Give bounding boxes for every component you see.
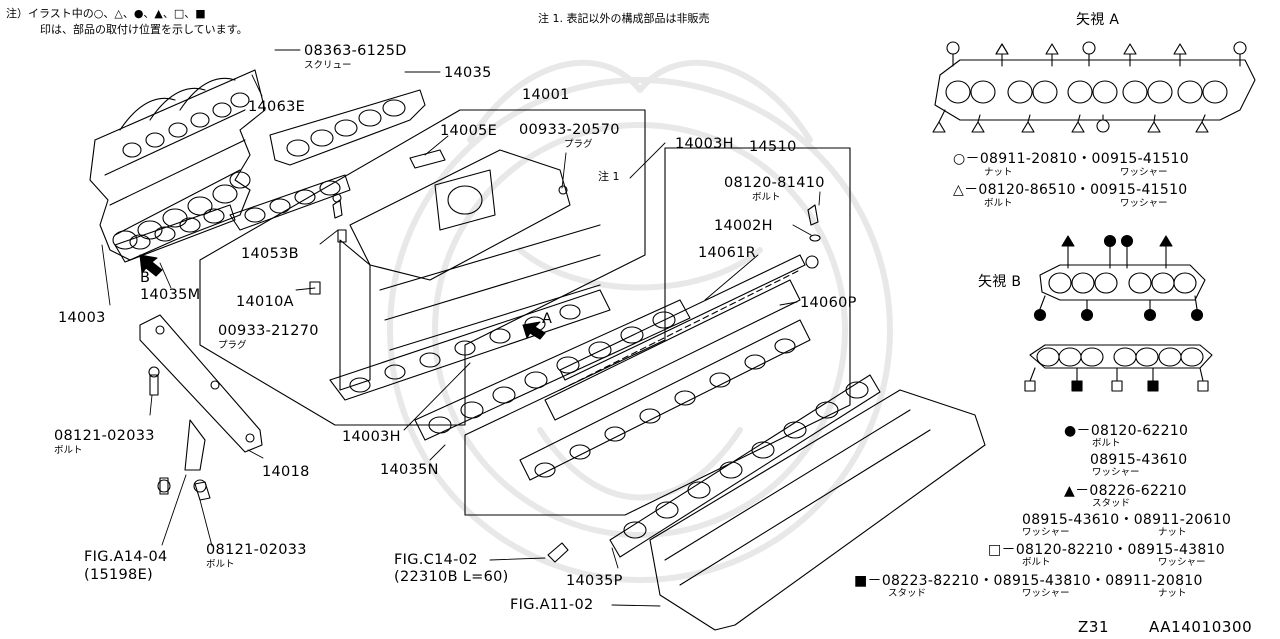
- gasket-14035M: [114, 204, 236, 263]
- legend-tri-name: スタッド: [1092, 498, 1131, 509]
- label-08121-02033-b: 08121-02033: [206, 542, 307, 558]
- assembly-box-14510: [464, 147, 851, 516]
- label-fig-a14-sub: (15198E): [84, 567, 154, 583]
- label-14035P: 14035P: [566, 573, 623, 589]
- label-14018: 14018: [262, 464, 310, 480]
- note-1-marker: 注 1: [598, 170, 620, 183]
- label-fig-a11-02: FIG.A11-02: [510, 597, 594, 613]
- fuel-rail-14061R: [559, 204, 821, 381]
- legend-square-part: □－08120-82210・08915-43810: [988, 542, 1225, 558]
- cylinder-head: [649, 389, 986, 631]
- label-14010A: 14010A: [236, 294, 294, 310]
- view-a-triangle-parts: △－08120-86510・00915-41510: [953, 182, 1188, 198]
- view-a-flange: [932, 41, 1256, 133]
- label-14003: 14003: [58, 310, 106, 326]
- label-14003H-top: 14003H: [675, 136, 734, 152]
- label-14005E: 14005E: [440, 123, 498, 139]
- label-00933-20570-name: プラグ: [564, 139, 593, 150]
- label-14053B: 14053B: [241, 246, 299, 262]
- label-14002H: 14002H: [714, 218, 773, 234]
- label-08120-81410-name: ボルト: [752, 192, 781, 203]
- label-14001: 14001: [522, 87, 570, 103]
- legend-filled-square-name-right: ナット: [1158, 588, 1187, 599]
- legend-tri-name2-right: ナット: [1158, 527, 1187, 538]
- note-line-1: 注）イラスト中の○、△、●、▲、□、■: [6, 7, 206, 20]
- view-a-triangle-name-left: ボルト: [984, 198, 1013, 209]
- illustration-code: AA14010300: [1149, 618, 1253, 636]
- intake-manifold-14003: [89, 69, 266, 261]
- label-08120-81410: 08120-81410: [724, 175, 825, 191]
- view-a-title: 矢視 A: [1076, 12, 1120, 28]
- watermark-emblem: [387, 59, 893, 583]
- label-14035: 14035: [444, 65, 492, 81]
- label-08363-name: スクリュー: [304, 60, 352, 71]
- view-b-gasket: [1024, 344, 1213, 392]
- intake-collector-14001: [329, 149, 611, 401]
- legend-filled-square-name-left: スタッド: [888, 588, 927, 599]
- leader-lines: [101, 49, 821, 607]
- label-fig-c14-sub: (22310B L=60): [394, 569, 509, 585]
- label-14061R: 14061R: [698, 245, 757, 261]
- label-00933-21270: 00933-21270: [218, 323, 319, 339]
- stud-22310B: [547, 542, 569, 563]
- label-14510: 14510: [749, 139, 797, 155]
- view-a-triangle-name-right: ワッシャー: [1120, 198, 1168, 209]
- legend-filled-square-name-mid: ワッシャー: [1022, 588, 1070, 599]
- view-a-circle-name-right: ワッシャー: [1120, 167, 1168, 178]
- gasket-14035P: [609, 374, 881, 558]
- legend-dot-name: ボルト: [1092, 438, 1121, 449]
- legend-tri-part2: 08915-43610・08911-20610: [1022, 512, 1232, 528]
- view-b-flange: [1033, 234, 1206, 322]
- gasket-14035: [229, 89, 426, 231]
- model-code: Z31: [1078, 618, 1110, 636]
- view-a-circle-parts: ○－08911-20810・00915-41510: [953, 151, 1189, 167]
- view-arrow-a: [522, 321, 546, 340]
- view-arrow-b: [139, 254, 163, 277]
- label-fig-a14-04: FIG.A14-04: [84, 549, 168, 565]
- view-a-circle-name-left: ナット: [984, 167, 1013, 178]
- legend-dot-part2: 08915-43610: [1090, 452, 1188, 468]
- legend-tri-part: ▲－08226-62210: [1064, 483, 1187, 499]
- note-line-2: 印は、部品の取付け位置を示しています。: [40, 23, 248, 36]
- label-08121-b-name: ボルト: [206, 559, 235, 570]
- label-14035N: 14035N: [380, 462, 439, 478]
- bracket-14018: [139, 314, 263, 471]
- label-08121-a-name: ボルト: [54, 445, 83, 456]
- bolts-08121: [148, 366, 211, 501]
- label-08363-6125D: 08363-6125D: [304, 43, 407, 59]
- label-00933-21270-name: プラグ: [218, 340, 247, 351]
- gasket-14035N: [414, 299, 691, 441]
- legend-filled-square-part: ■－08223-82210・08915-43810・08911-20810: [854, 573, 1203, 589]
- plugs-and-bolts: [309, 185, 568, 295]
- legend-dot-part: ●－08120-62210: [1064, 423, 1189, 439]
- legend-dot-name2: ワッシャー: [1092, 467, 1140, 478]
- label-arrow-b: B: [140, 270, 151, 286]
- intake-plenum-14510: [519, 269, 811, 481]
- legend-tri-name2-left: ワッシャー: [1022, 527, 1070, 538]
- label-14063E: 14063E: [248, 99, 306, 115]
- legend-square-name-left: ボルト: [1022, 557, 1051, 568]
- assembly-box-14001: [199, 109, 646, 426]
- note-1: 注 1. 表記以外の構成部品は非販売: [538, 12, 710, 25]
- label-14003H-bottom: 14003H: [342, 429, 401, 445]
- label-arrow-a: A: [542, 311, 553, 327]
- view-b-title: 矢視 B: [978, 274, 1022, 290]
- legend-square-name-right: ワッシャー: [1158, 557, 1206, 568]
- label-fig-c14-02: FIG.C14-02: [394, 552, 478, 568]
- label-00933-20570: 00933-20570: [519, 122, 620, 138]
- label-14060P: 14060P: [800, 295, 857, 311]
- label-08121-02033-a: 08121-02033: [54, 428, 155, 444]
- label-14035M: 14035M: [140, 287, 201, 303]
